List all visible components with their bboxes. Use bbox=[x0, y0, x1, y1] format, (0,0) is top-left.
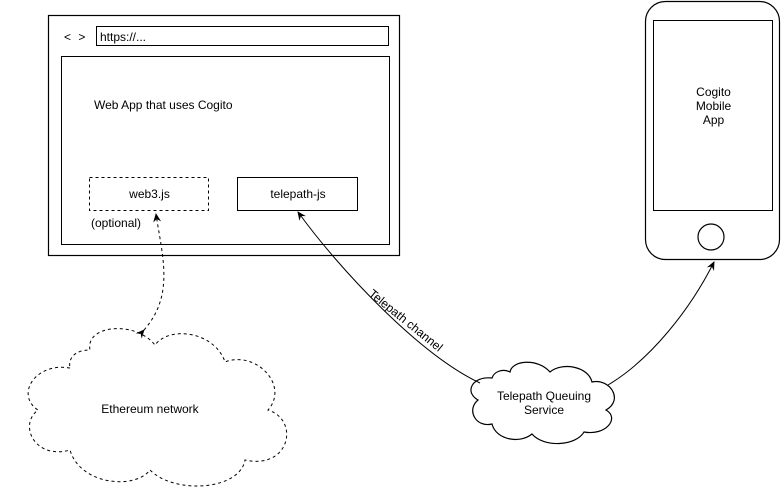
phone-app-label-line-1: Cogito bbox=[696, 85, 731, 99]
phone-screen bbox=[653, 20, 773, 211]
web-app-title: Web App that uses Cogito bbox=[94, 98, 233, 112]
web3-box bbox=[89, 177, 209, 211]
ethereum-connection-arrow bbox=[135, 213, 165, 339]
address-bar-url: https://... bbox=[100, 30, 147, 44]
phone-app-label-line-3: App bbox=[702, 113, 725, 127]
telepath-js-box bbox=[237, 177, 358, 211]
telepath-channel-arrow bbox=[297, 211, 481, 384]
browser-nav-icon[interactable]: < > bbox=[64, 30, 88, 44]
ethereum-cloud bbox=[27, 328, 288, 487]
web3-label: web3.js bbox=[129, 187, 170, 201]
telepath-queue-cloud bbox=[470, 361, 615, 445]
phone-app-label-line-2: Mobile bbox=[695, 99, 732, 113]
browser-content-area bbox=[61, 56, 390, 245]
address-bar[interactable] bbox=[96, 26, 389, 46]
ethereum-network-label: Ethereum network bbox=[101, 402, 199, 416]
telepath-channel-label: Telepath channel bbox=[366, 286, 445, 354]
web3-optional-note: (optional) bbox=[91, 216, 142, 230]
telepath-js-label: telepath-js bbox=[270, 187, 326, 201]
queue-to-phone-arrow bbox=[607, 261, 715, 386]
queue-label-line-2: Service bbox=[523, 403, 564, 417]
queue-label-line-1: Telepath Queuing bbox=[496, 389, 592, 403]
phone-home-button[interactable] bbox=[697, 223, 725, 251]
